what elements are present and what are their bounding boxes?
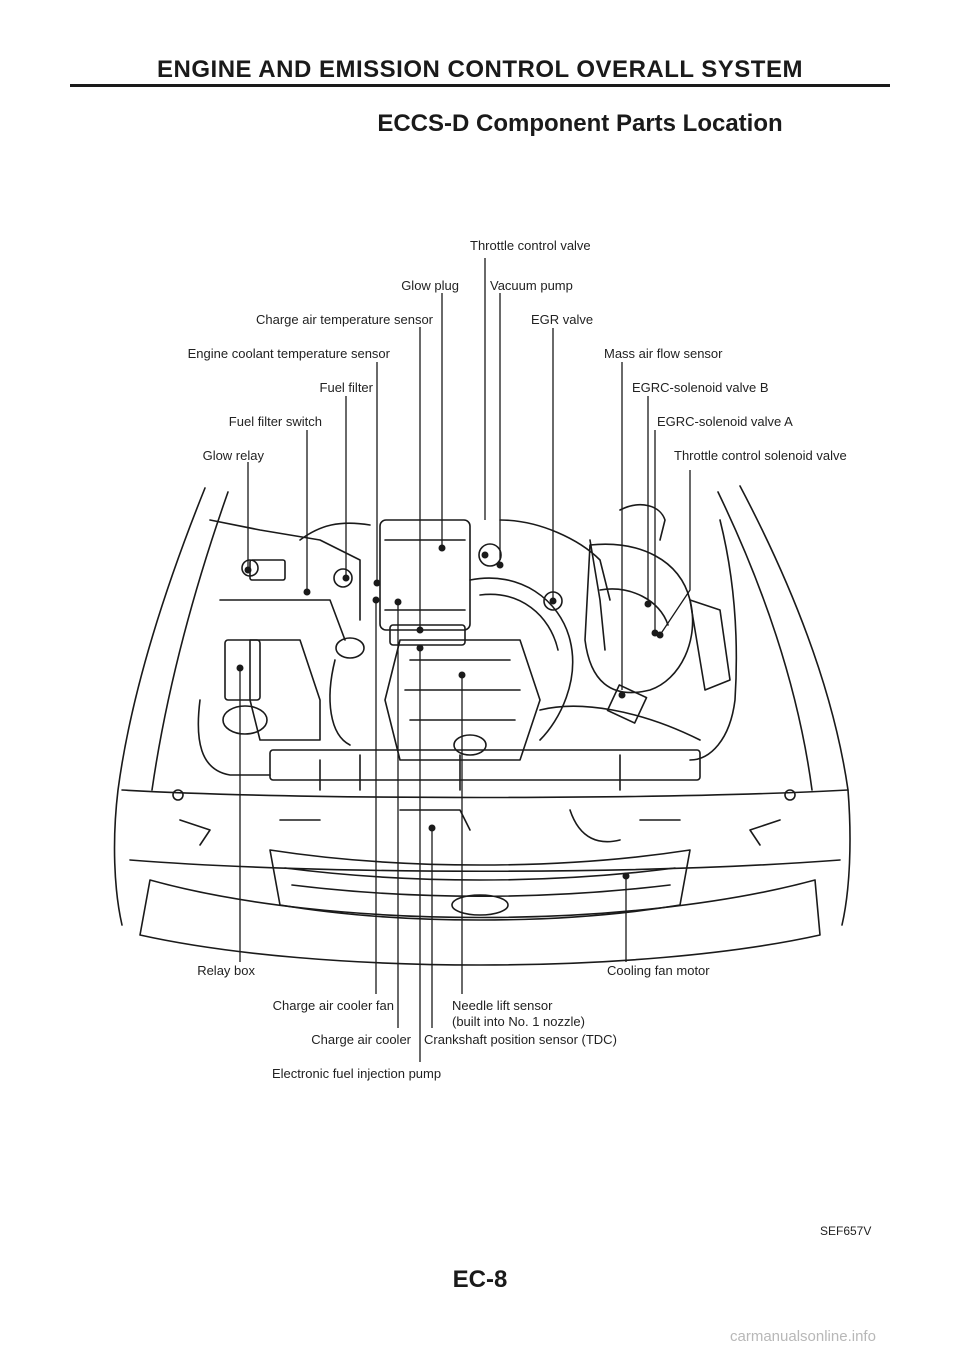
label-engine-coolant-temperature-sensor: Engine coolant temperature sensor — [188, 346, 391, 361]
coolant-reservoir — [222, 705, 268, 735]
battery-relay-box — [224, 639, 261, 701]
label-fuel-filter: Fuel filter — [320, 380, 374, 395]
label-crankshaft-position-sensor: Crankshaft position sensor (TDC) — [424, 1032, 617, 1047]
maf-sensor-body — [606, 684, 648, 724]
intake-pipe — [469, 577, 574, 741]
grille-outline — [269, 849, 691, 921]
label-charge-air-cooler: Charge air cooler — [311, 1032, 411, 1047]
label-glow-plug: Glow plug — [401, 278, 459, 293]
label-egrc-solenoid-valve-a: EGRC-solenoid valve A — [657, 414, 793, 429]
turbo-duct — [499, 519, 611, 601]
engine-compartment-drawing — [113, 485, 851, 966]
fuel-filter-body — [333, 568, 353, 588]
label-cooling-fan-motor: Cooling fan motor — [607, 963, 710, 978]
label-throttle-control-solenoid-valve: Throttle control solenoid valve — [674, 448, 847, 463]
label-electronic-fuel-injection-pump: Electronic fuel injection pump — [272, 1066, 441, 1081]
air-cleaner — [584, 543, 694, 694]
label-egr-valve: EGR valve — [531, 312, 593, 327]
component-labels: Throttle control valve Glow plug Vacuum … — [188, 238, 847, 1081]
left-fender-outline — [113, 487, 206, 926]
grille-bar-2 — [291, 884, 671, 898]
radiator-support — [269, 749, 701, 781]
label-charge-air-cooler-fan: Charge air cooler fan — [273, 998, 394, 1013]
label-glow-relay: Glow relay — [203, 448, 265, 463]
left-fender-inner — [151, 491, 229, 791]
bumper-outline — [139, 879, 821, 966]
leader-lines — [239, 258, 691, 1062]
grille-emblem — [451, 894, 509, 916]
right-fender-outline — [739, 485, 851, 926]
page-header-title: ENGINE AND EMISSION CONTROL OVERALL SYST… — [157, 56, 803, 83]
intercooler-housing — [379, 519, 471, 631]
leader-throttle-control-solenoid — [659, 470, 691, 636]
label-charge-air-temperature-sensor: Charge air temperature sensor — [256, 312, 434, 327]
label-relay-box: Relay box — [197, 963, 255, 978]
section-title: ECCS-D Component Parts Location — [377, 110, 783, 137]
engine-block — [384, 639, 541, 761]
right-fender-inner — [717, 491, 813, 791]
label-vacuum-pump: Vacuum pump — [490, 278, 573, 293]
header-rule — [70, 84, 890, 87]
front-body-lower — [129, 859, 841, 873]
label-needle-lift-sensor-note: (built into No. 1 nozzle) — [452, 1014, 585, 1029]
front-body-upper — [121, 789, 849, 799]
label-throttle-control-valve: Throttle control valve — [470, 238, 591, 253]
glow-relay-body — [241, 559, 259, 577]
label-fuel-filter-switch: Fuel filter switch — [229, 414, 322, 429]
label-mass-air-flow-sensor: Mass air flow sensor — [604, 346, 723, 361]
label-needle-lift-sensor: Needle lift sensor — [452, 998, 553, 1013]
throttle-body — [478, 543, 502, 567]
page-number: EC-8 — [452, 1266, 508, 1293]
label-egrc-solenoid-valve-b: EGRC-solenoid valve B — [632, 380, 769, 395]
watermark-text: carmanualsonline.info — [730, 1328, 876, 1345]
target-markers — [236, 544, 664, 880]
figure-code: SEF657V — [820, 1224, 872, 1238]
